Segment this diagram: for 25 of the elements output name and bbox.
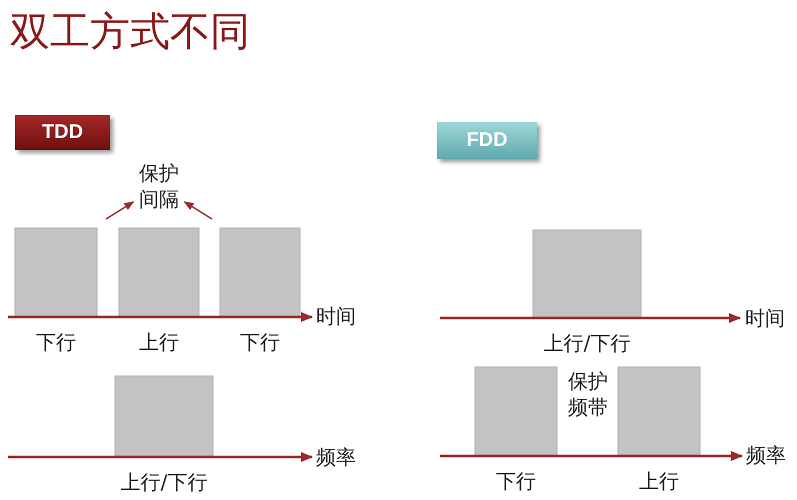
time-slot-block bbox=[220, 228, 300, 316]
guard-band-label: 保护频带 bbox=[567, 368, 609, 420]
direction-label: 上行/下行 bbox=[120, 470, 208, 494]
time-slot-block bbox=[532, 230, 642, 318]
guard-interval-label: 保护间隔 bbox=[136, 160, 182, 212]
axis-label: 频率 bbox=[746, 443, 786, 467]
direction-label: 下行 bbox=[240, 330, 280, 354]
leader-arrow bbox=[106, 201, 134, 220]
frequency-band-block bbox=[474, 366, 558, 456]
direction-label: 上行 bbox=[639, 469, 679, 493]
tdd-badge: TDD bbox=[15, 115, 110, 150]
frequency-band-block bbox=[114, 376, 214, 456]
axis-label: 时间 bbox=[745, 306, 785, 330]
leader-arrow bbox=[184, 201, 212, 220]
title: 双工方式不同 bbox=[10, 8, 250, 57]
axis-label: 时间 bbox=[316, 304, 356, 328]
direction-label: 下行 bbox=[36, 330, 76, 354]
fdd-badge: FDD bbox=[437, 122, 537, 159]
direction-label: 下行 bbox=[496, 469, 536, 493]
time-slot-block bbox=[14, 228, 98, 316]
time-slot-block bbox=[118, 228, 200, 316]
frequency-band-block bbox=[618, 366, 700, 456]
direction-label: 上行/下行 bbox=[544, 331, 630, 355]
direction-label: 上行 bbox=[139, 330, 179, 354]
axis-label: 频率 bbox=[316, 445, 356, 469]
